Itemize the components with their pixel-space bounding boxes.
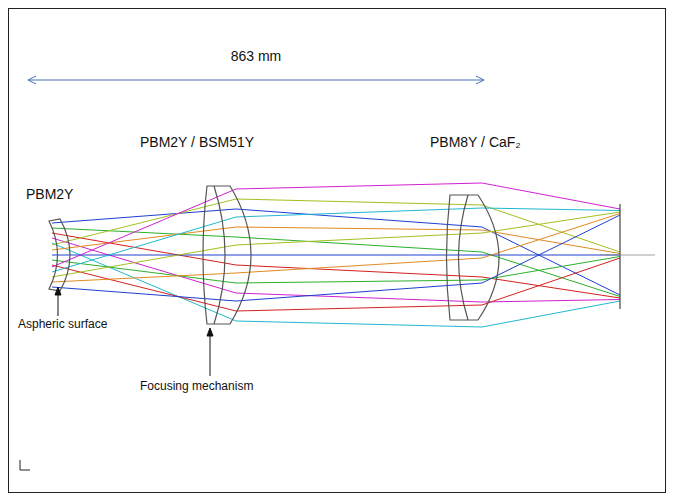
leader-line: [58, 292, 59, 316]
dimension-label: 863 mm: [231, 48, 282, 64]
callout-label: Aspheric surface: [18, 318, 107, 332]
dimension-line: [28, 76, 484, 84]
doublet-lens: [447, 195, 500, 320]
doublet-interface: [459, 195, 469, 320]
arrow-head: [28, 76, 36, 84]
ray: [52, 199, 620, 252]
aspheric-lens: [49, 219, 70, 291]
axis-symbol: [20, 460, 30, 470]
ray-fan: [52, 183, 620, 327]
lenses: [49, 186, 499, 324]
dimension-line: [28, 80, 484, 81]
callout-label: Focusing mechanism: [140, 380, 253, 394]
leaders: [55, 287, 213, 376]
ray: [52, 255, 620, 256]
ray: [52, 214, 620, 283]
ray: [52, 209, 620, 295]
ray: [52, 243, 620, 327]
ray: [52, 215, 620, 301]
axis-symbol: [20, 460, 30, 470]
doublet-interface: [214, 186, 225, 324]
part-label: PBM8Y / CaF₂: [430, 134, 521, 150]
frame: [9, 9, 666, 493]
arrow-head: [476, 76, 484, 84]
ray: [52, 233, 620, 298]
image-plane: [619, 204, 620, 309]
optical-axis: [600, 255, 655, 256]
ray: [52, 258, 620, 311]
part-label: PBM2Y: [26, 186, 73, 202]
leader-line: [210, 334, 211, 376]
ray: [52, 238, 620, 302]
arrow-head: [207, 328, 213, 336]
part-label: PBM2Y / BSM51Y: [140, 134, 254, 150]
arrow-head: [55, 287, 61, 295]
ray: [52, 257, 620, 284]
doublet-lens: [203, 186, 251, 324]
